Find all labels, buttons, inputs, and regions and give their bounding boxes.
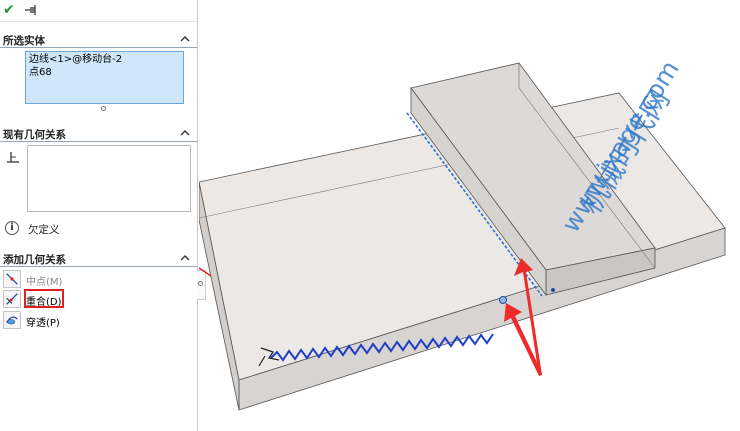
coincident-highlight-box	[24, 289, 64, 308]
triad-icon	[258, 347, 280, 367]
edge-endpoint[interactable]	[551, 288, 555, 292]
pierce-icon	[3, 311, 21, 329]
midpoint-relation-button[interactable]: 中点(M)	[3, 270, 73, 288]
arrow-to-point	[504, 303, 542, 376]
existing-relations-header[interactable]: 现有几何关系	[0, 124, 197, 142]
ok-check-icon[interactable]: ✔	[3, 2, 15, 18]
info-icon: i	[5, 221, 19, 235]
coincident-relation-button[interactable]: 重合(D)	[3, 290, 73, 308]
definition-status: 欠定义	[28, 224, 60, 236]
spring-helix[interactable]	[270, 333, 494, 362]
chevron-up-icon[interactable]	[180, 128, 190, 138]
existing-relations-list[interactable]	[27, 145, 191, 212]
list-item[interactable]: 点68	[29, 67, 52, 78]
chevron-up-icon[interactable]	[180, 253, 190, 263]
midpoint-icon	[3, 270, 21, 288]
existing-relations-title: 现有几何关系	[3, 129, 66, 141]
pierce-label: 穿透(P)	[26, 318, 60, 329]
panel-toolbar: ✔	[0, 0, 197, 22]
arrow-to-edge	[514, 258, 542, 376]
perpendicular-relation-icon	[7, 152, 19, 163]
chevron-up-icon[interactable]	[180, 34, 190, 44]
selected-entities-header[interactable]: 所选实体	[0, 30, 197, 48]
list-resize-handle[interactable]	[101, 106, 106, 111]
coincident-icon	[3, 290, 21, 308]
midpoint-label: 中点(M)	[26, 277, 63, 288]
selected-edge[interactable]	[406, 112, 543, 297]
point-68[interactable]	[499, 296, 507, 304]
selected-entities-list[interactable]: 边线<1>@移动台-2 点68	[25, 51, 184, 104]
add-relations-title: 添加几何关系	[3, 254, 66, 266]
pierce-relation-button[interactable]: 穿透(P)	[3, 311, 73, 329]
list-item[interactable]: 边线<1>@移动台-2	[29, 54, 123, 65]
base-plate-side-face	[199, 181, 240, 411]
graphics-viewport[interactable]	[199, 0, 740, 431]
add-relations-header[interactable]: 添加几何关系	[0, 249, 197, 267]
moving-block-side-face	[410, 86, 547, 297]
property-manager-panel: ✔ 所选实体 边线<1>@移动台-2 点68 现有几何关系 i 欠定义 添加几何…	[0, 0, 198, 431]
coincident-label: 重合(D)	[26, 297, 62, 308]
pushpin-icon[interactable]	[24, 3, 38, 17]
selected-entities-title: 所选实体	[3, 35, 45, 47]
